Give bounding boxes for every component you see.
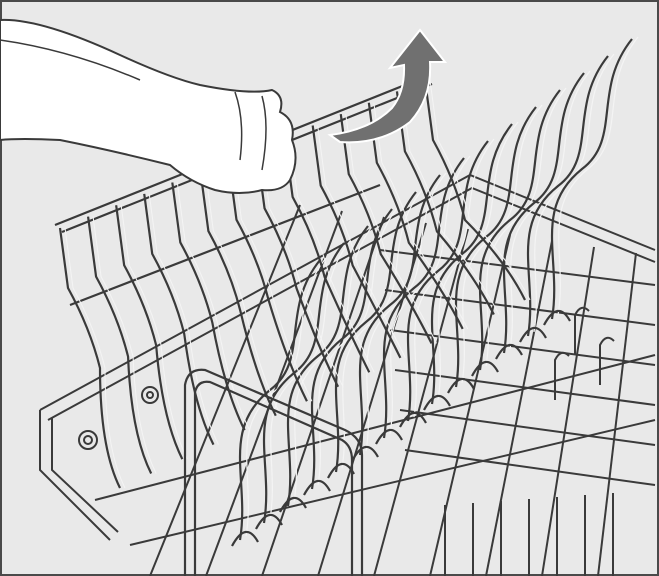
plate-tine-base: [351, 445, 379, 462]
flap-tine: [58, 227, 121, 489]
plate-tine-highlight: [509, 70, 591, 350]
plate-tine-highlight: [437, 121, 519, 401]
plate-tine-highlight: [245, 257, 327, 537]
plate-tine: [478, 89, 561, 371]
plate-tine-base: [399, 411, 427, 428]
plate-tine-highlight: [317, 206, 399, 486]
flap-tine: [171, 182, 246, 431]
rack-handle: [183, 368, 364, 576]
rack-grid-wire: [541, 246, 595, 576]
rack-grid-wire: [399, 409, 656, 446]
hand: [0, 18, 297, 194]
flap-tine: [395, 91, 495, 315]
plate-tine: [310, 208, 393, 490]
flap-tine-highlight: [232, 159, 313, 402]
rack-rail-front-inner: [51, 418, 119, 533]
plate-tine: [358, 174, 441, 456]
plate-tine-base: [423, 394, 451, 411]
flap-tine: [255, 148, 340, 388]
rack-rail-bottom-2: [129, 419, 656, 546]
plate-tine-base: [279, 496, 307, 513]
flap-tine-highlight: [401, 91, 500, 315]
plate-tine-base: [231, 530, 259, 547]
flap-tine-highlight: [429, 79, 531, 301]
flap-tine: [367, 102, 464, 330]
rack-grid-wire: [485, 240, 553, 576]
plate-tine: [382, 157, 465, 439]
flap-tine-highlight: [92, 216, 157, 474]
flap-tine: [115, 205, 184, 460]
plate-tine-base: [543, 309, 571, 326]
plate-tine: [238, 259, 321, 541]
plate-tine-base: [495, 343, 523, 360]
rack-hooks: [444, 306, 615, 576]
plate-tine-highlight: [461, 104, 543, 384]
rack-clip: [78, 386, 159, 450]
rack-grid-wire: [394, 369, 656, 406]
flap-tine: [143, 193, 215, 446]
hand-finger-line: [261, 95, 267, 171]
plate-tine-base: [471, 360, 499, 377]
plate-tine-highlight: [365, 172, 447, 452]
flap-tine-highlight: [261, 148, 344, 387]
flap-tine: [86, 216, 153, 475]
flap-tine-highlight: [120, 205, 188, 460]
plate-tine-highlight: [485, 87, 567, 367]
plate-tine: [526, 55, 609, 337]
flap-lower-rail: [69, 183, 381, 307]
rack-grid-wire: [205, 210, 343, 576]
plate-tine-base: [375, 428, 403, 445]
plate-tine-highlight: [533, 53, 615, 333]
rack-hook: [599, 336, 615, 385]
flap-tine-highlight: [64, 227, 126, 489]
plate-tine: [430, 123, 513, 405]
plate-tine: [334, 191, 417, 473]
flap-tine-highlight: [345, 114, 437, 344]
rack-rail-front: [39, 410, 111, 541]
plate-tine: [550, 38, 633, 320]
flap-tine: [311, 125, 402, 359]
flap-tine-highlight: [317, 125, 406, 359]
flap-tine: [227, 159, 308, 402]
rack-hook: [574, 306, 590, 355]
flap-tine-highlight: [289, 136, 375, 373]
plate-tine-base: [255, 513, 283, 530]
rack-hook: [554, 351, 570, 400]
flap-tine: [199, 170, 277, 417]
flap-tine: [423, 79, 526, 301]
plate-tine: [286, 225, 369, 507]
flap-tine-highlight: [176, 182, 251, 431]
flap-tine: [339, 114, 433, 344]
flap-tine-highlight: [204, 171, 282, 416]
lift-arrow-icon: [327, 28, 448, 144]
plate-tine-highlight: [413, 138, 495, 418]
plate-tine: [406, 140, 489, 422]
plate-tine-highlight: [389, 155, 471, 435]
rack-grid-wire: [379, 249, 656, 286]
flap-tine-highlight: [148, 193, 219, 445]
rack-grid-wire: [149, 204, 301, 576]
rack-grid-wire: [429, 234, 511, 576]
plate-tine-highlight: [341, 189, 423, 469]
plate-tine: [502, 72, 585, 354]
hand-wrist-line: [0, 39, 141, 81]
plate-tine-base: [519, 326, 547, 343]
flap-tine: [283, 136, 371, 373]
flap-tine-highlight: [373, 102, 469, 330]
rack-rail-bottom: [94, 354, 656, 501]
plate-tine-base: [447, 377, 475, 394]
rack-grid-wire: [404, 449, 656, 486]
rack-grid-wire: [597, 252, 637, 576]
hand-finger-line: [234, 91, 243, 161]
rack-grid-wire: [373, 228, 469, 576]
plate-tine-highlight: [557, 36, 639, 316]
rack-grid-wire: [389, 329, 656, 366]
plate-tine-base: [303, 479, 331, 496]
rack-grid-wire: [384, 289, 656, 326]
